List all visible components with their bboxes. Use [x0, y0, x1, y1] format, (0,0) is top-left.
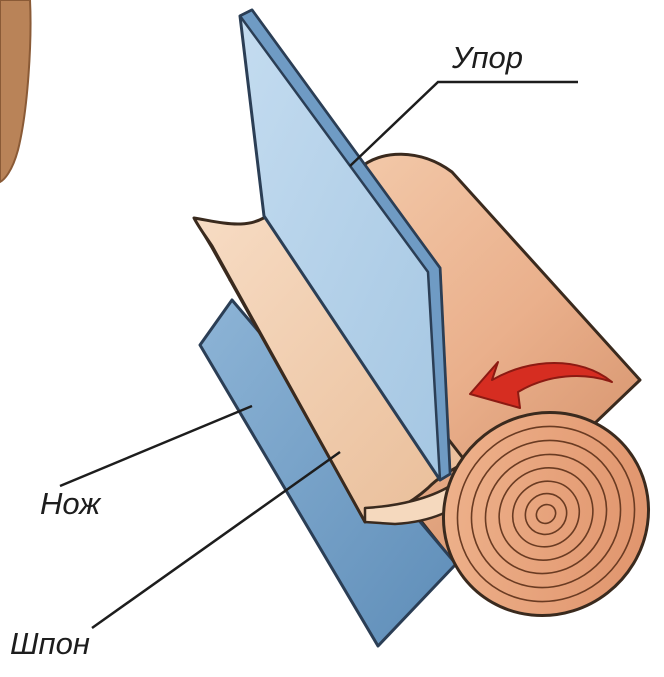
veneer-label: Шпон: [10, 626, 90, 662]
knife-label: Нож: [40, 486, 100, 522]
stop-label: Упор: [452, 40, 523, 76]
background-wood-fragment: [0, 0, 31, 182]
stop-leader-line: [350, 82, 578, 166]
knife-leader-line: [60, 406, 252, 486]
veneer-leader-line: [92, 452, 340, 628]
